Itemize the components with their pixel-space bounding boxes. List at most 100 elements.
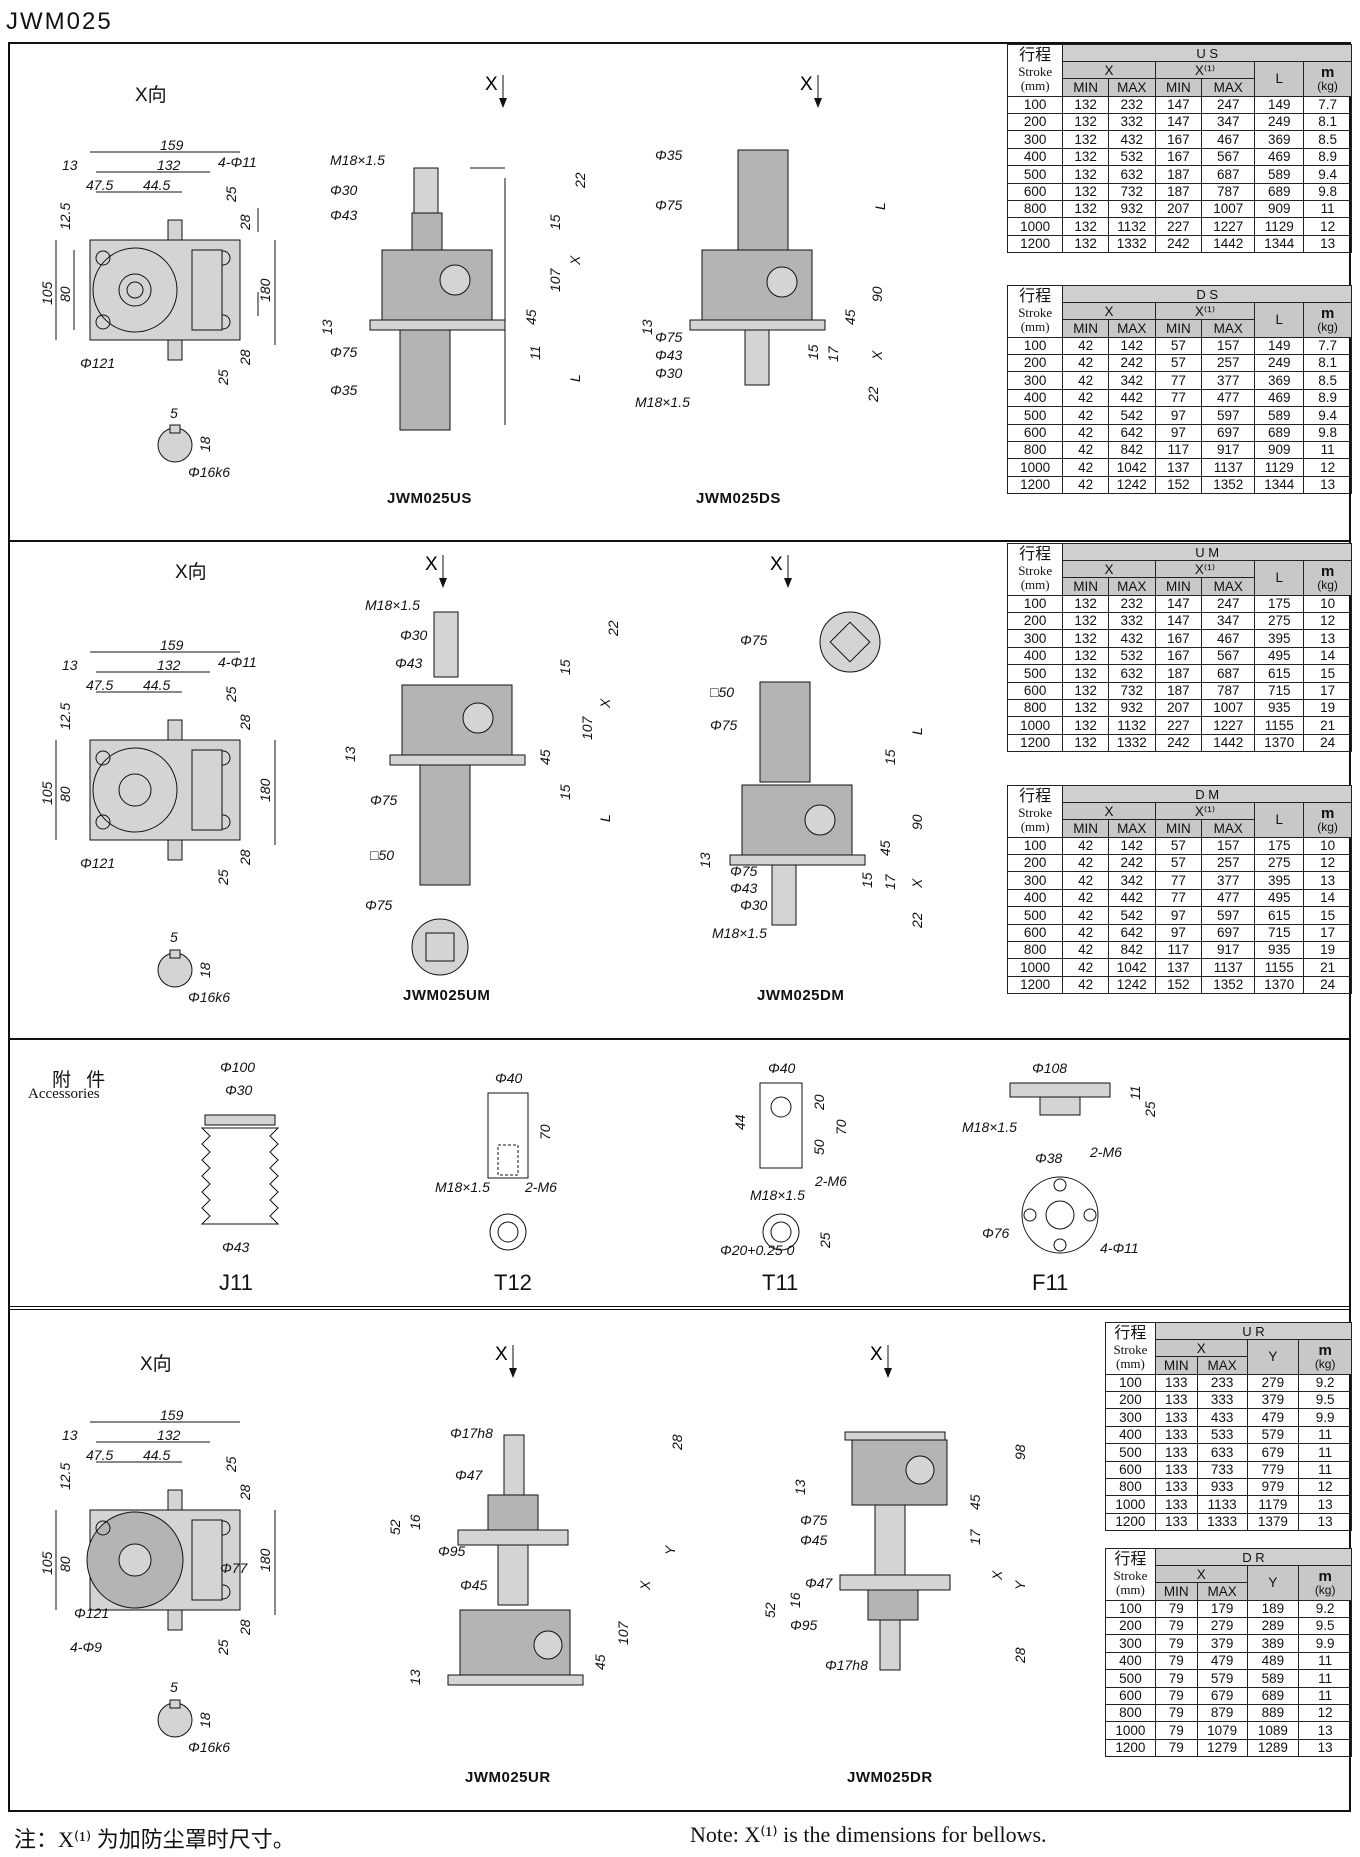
dim-22: 22 [865,386,881,403]
m-unit: (kg) [1314,1357,1336,1372]
dim-phi-45: Φ45 [800,1532,828,1548]
dim-phi-121: Φ121 [80,855,115,871]
dim-90: 90 [909,814,925,830]
arrow-head-icon [884,1368,892,1378]
stroke-unit: (mm) [1020,77,1050,93]
dim-17: 17 [967,1528,983,1545]
table-cell: 932 [1107,199,1156,219]
table-header: MAX [1107,819,1156,838]
table-cell: 1289 [1246,1738,1300,1758]
table-cell: 77 [1154,371,1203,390]
table-header: MAX [1201,819,1256,838]
dim-l: L [567,374,583,382]
dim-25: 25 [223,1456,239,1473]
dim-5: 5 [170,405,178,421]
table-cell: 132 [1062,182,1109,201]
table-cell: 1200 [1105,1738,1156,1758]
accessory-j11: Φ100 Φ30 Φ43 [200,1059,280,1255]
table-cell: 533 [1196,1425,1248,1445]
screw [497,1544,529,1606]
flange [92,247,178,333]
input-shaft [766,266,798,298]
table-cell: 1242 [1107,975,1156,995]
stroke-unit: (mm) [1115,1581,1145,1597]
dim-20: 20 [811,1094,827,1111]
dim-28: 28 [237,1484,253,1501]
table-cell: 42 [1062,406,1109,425]
dim-phi-43: Φ43 [730,880,758,896]
table-header: MIN [1154,1582,1198,1601]
base-flange [369,319,506,331]
table-cell: 879 [1196,1703,1248,1723]
bolt-hole [1023,1208,1037,1222]
flange [92,747,178,833]
clevis-pin-hole [770,1096,792,1118]
table-cell: 100 [1006,594,1064,613]
dim-phi-75: Φ75 [365,897,393,913]
table-cell: 100 [1006,836,1064,855]
dim-phi-30: Φ30 [655,365,683,381]
dim-180: 180 [257,778,273,802]
table-cell: 100 [1006,336,1064,355]
input-shaft [804,804,836,836]
table-header: MAX [1196,1582,1248,1601]
table-cell: 1132 [1107,716,1156,735]
dim-80: 80 [57,1556,73,1572]
table-cell: 600 [1006,182,1064,201]
dim-phi-30: Φ30 [740,897,768,913]
table-cell: 132 [1062,165,1109,184]
table-cell: 1227 [1201,716,1256,735]
table-cell: 689 [1254,423,1305,442]
table-cell: 79 [1154,1703,1198,1723]
dim-15: 15 [557,659,573,675]
table-cell: 132 [1062,112,1109,132]
screw [771,864,797,926]
table-cell: 347 [1201,611,1256,631]
table-cell: 42 [1062,888,1109,908]
table-cell: 57 [1154,353,1203,373]
table-header: MIN [1062,577,1109,596]
dim-13: 13 [62,1427,78,1443]
table-cell: 11 [1298,1686,1352,1705]
clevis-section [762,1213,800,1251]
dim-x: X [567,255,583,266]
flange-plate [1009,1082,1111,1098]
table-cell: 1332 [1107,234,1156,254]
dim-52: 52 [387,1519,403,1535]
table-cell: 687 [1201,165,1256,184]
table-cell: 11 [1298,1460,1352,1479]
dim-phi-75: Φ75 [655,329,683,345]
protection-tube [759,681,811,783]
dim-22: 22 [909,912,925,929]
table-cell: 733 [1196,1460,1248,1479]
dim-2-m6: 2-M6 [1089,1144,1122,1160]
shaft-top [167,219,183,241]
table-cell: 187 [1154,165,1203,184]
table-cell: 1079 [1196,1721,1248,1740]
accessory-label-j11: J11 [219,1270,253,1295]
table-cell: 132 [1062,234,1109,254]
input-shaft [462,702,494,734]
dim-4-phi-9: 4-Φ9 [70,1639,102,1655]
dim-132: 132 [157,157,181,173]
table-cell: 249 [1254,353,1305,373]
dim-phi-16k6: Φ16k6 [188,464,230,480]
page-title: JWM025 [6,8,113,35]
table-header-m: m(kg) [1303,560,1352,596]
table-cell: 132 [1062,681,1109,700]
table-cell: 57 [1154,336,1203,355]
table-header: MIN [1154,78,1203,97]
input-shaft [439,264,471,296]
table-cell: 57 [1154,853,1203,873]
caption-dr: JWM025DR [847,1769,933,1786]
table-cell: 79 [1154,1721,1198,1740]
dim-2-m6: 2-M6 [814,1173,847,1189]
dim-phi-30: Φ30 [330,182,358,198]
table-cell: 1179 [1246,1495,1300,1514]
table-cell: 77 [1154,388,1203,408]
